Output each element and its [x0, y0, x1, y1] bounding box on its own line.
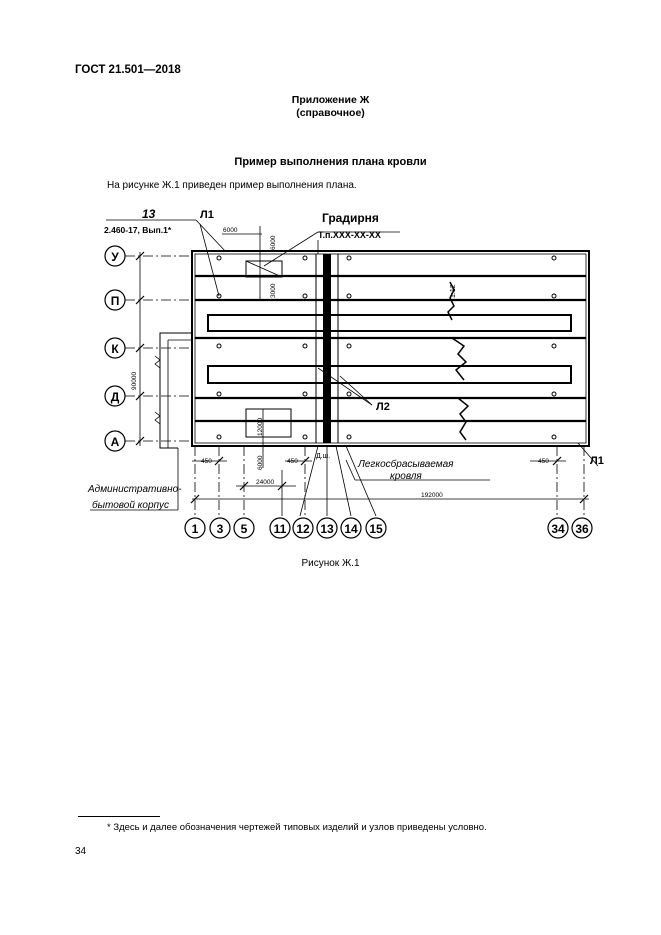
appendix-title: Приложение Ж [291, 94, 370, 106]
opening [245, 408, 292, 438]
dim-12000: 12000 [257, 418, 264, 436]
expansion-joint-label: Д.ш. [316, 453, 330, 460]
axis-bubble-col [269, 517, 291, 539]
dim-3000: 3000 [270, 283, 277, 298]
axis-label-row: П [111, 294, 120, 308]
axis-bubble-row [104, 337, 126, 359]
footnote: * Здесь и далее обозначения чертежей тип… [107, 822, 487, 833]
dim-450-mid: 450 [287, 458, 298, 465]
dim-6000-top: 6000 [223, 227, 238, 234]
building-inner-outline [194, 253, 587, 444]
dim-450-left: 450 [201, 458, 212, 465]
axis-label-col: 3 [217, 522, 224, 536]
axis-label-row: Д [111, 390, 120, 404]
dim-24000: 24000 [256, 479, 274, 486]
page-number: 34 [75, 846, 87, 857]
footnote-separator [78, 816, 160, 817]
axis-label-col: 5 [241, 522, 248, 536]
column-dots [216, 255, 557, 440]
axis-bubble-row [104, 245, 126, 267]
axis-bubble-col [571, 517, 593, 539]
axis-bubble-col [184, 517, 206, 539]
appendix-subtitle: (справочное) [296, 107, 365, 119]
axis-label-col: 36 [575, 522, 589, 536]
easy-drop-roof-line1: Легкосбрасываемая [357, 458, 454, 470]
axis-bubble-col [547, 517, 569, 539]
appendix-heading: Приложение Ж (справочное) [0, 94, 661, 120]
axis-bubble-col [292, 517, 314, 539]
axis-label-row: У [111, 250, 119, 264]
dim-90000: 90000 [131, 372, 138, 390]
axis-label-col: 15 [369, 522, 383, 536]
axis-bubble-row [104, 430, 126, 452]
cooling-tower-title: Градирня [322, 211, 379, 225]
slope-label: 1:12 [450, 284, 457, 298]
skylight-upper [207, 314, 572, 332]
cooling-tower [245, 260, 283, 278]
l2-label: Л2 [376, 401, 390, 413]
axis-label-col: 14 [344, 522, 358, 536]
skylight-lower [207, 365, 572, 384]
axis-bubble-col [316, 517, 338, 539]
dim-6000-vertical: 6000 [270, 235, 277, 250]
axis-bubble-col [365, 517, 387, 539]
section-title: Пример выполнения плана кровли [234, 156, 427, 168]
cooling-tower-reference: Т.п.XXX-XX-XX [318, 230, 381, 240]
callout-13-number: 13 [142, 207, 156, 221]
admin-building-line2: бытовой корпус [92, 499, 169, 511]
axis-label-col: 12 [296, 522, 310, 536]
dim-450-right: 450 [538, 458, 549, 465]
axis-bubble-col [233, 517, 255, 539]
axis-label-col: 34 [551, 522, 565, 536]
dim-192000: 192000 [421, 492, 443, 499]
dim-6000-low: 6000 [257, 455, 264, 470]
firewall-strip [323, 254, 331, 443]
admin-building-line1: Административно- [87, 484, 182, 495]
building-outline [191, 250, 590, 447]
easy-drop-roof-line2: кровля [390, 471, 422, 482]
document-code: ГОСТ 21.501—2018 [75, 64, 181, 76]
l1-label-right: Л1 [590, 455, 604, 467]
figure-caption: Рисунок Ж.1 [301, 558, 360, 569]
axis-bubble-row [104, 385, 126, 407]
callout-13-reference: 2.460-17, Вып.1* [104, 225, 172, 235]
axis-label-col: 11 [274, 522, 287, 536]
intro-paragraph: На рисунке Ж.1 приведен пример выполнени… [107, 180, 357, 191]
axis-bubble-col [209, 517, 231, 539]
axis-label-row: К [111, 342, 119, 356]
axis-bubble-col [340, 517, 362, 539]
axis-label-col: 13 [320, 522, 334, 536]
axis-bubble-row [104, 289, 126, 311]
axis-label-col: 1 [192, 522, 199, 536]
axis-label-row: А [111, 435, 120, 449]
l1-label-top: Л1 [200, 209, 214, 221]
